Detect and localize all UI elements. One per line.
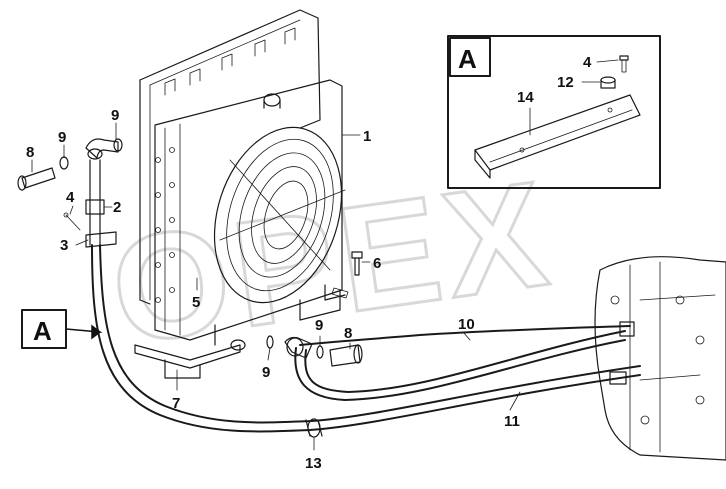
callout-3: 3: [60, 237, 68, 254]
callout-9-bottom: 9: [315, 317, 323, 334]
callout-9-top: 9: [111, 107, 119, 124]
callout-4: 4: [66, 189, 75, 206]
leader-lines: [31, 122, 521, 451]
callout-2: 2: [113, 199, 121, 216]
hose-13: [91, 244, 641, 438]
callout-numbers: 1 2 3 4 5 6 7 8 8 9 9 9 9 10 11 13: [26, 107, 520, 472]
callout-13: 13: [305, 455, 322, 472]
section-marker-label: A: [33, 316, 52, 346]
bolt-6: [331, 251, 363, 299]
detail-callout-12: 12: [557, 74, 574, 91]
callout-5: 5: [192, 294, 200, 311]
detail-view-label: A: [458, 44, 477, 74]
detail-callout-14: 14: [517, 89, 534, 106]
left-pipe-assembly: [17, 138, 123, 248]
section-marker-a: A: [21, 309, 103, 349]
detail-view-a: A 4 12 14: [447, 35, 661, 189]
callout-6: 6: [373, 255, 381, 272]
callout-7: 7: [172, 395, 180, 412]
callout-9-bottom-left: 9: [262, 364, 270, 381]
transmission: [594, 256, 726, 461]
callout-10: 10: [458, 316, 475, 333]
callout-1: 1: [363, 128, 371, 145]
fan-guard: [213, 126, 346, 304]
detail-callout-4: 4: [583, 54, 592, 71]
callout-8-left: 8: [26, 144, 34, 161]
hoses-10-11: [266, 321, 635, 401]
callout-11: 11: [504, 413, 520, 430]
callout-9-top-left: 9: [58, 129, 66, 146]
callout-8-right: 8: [344, 325, 352, 342]
